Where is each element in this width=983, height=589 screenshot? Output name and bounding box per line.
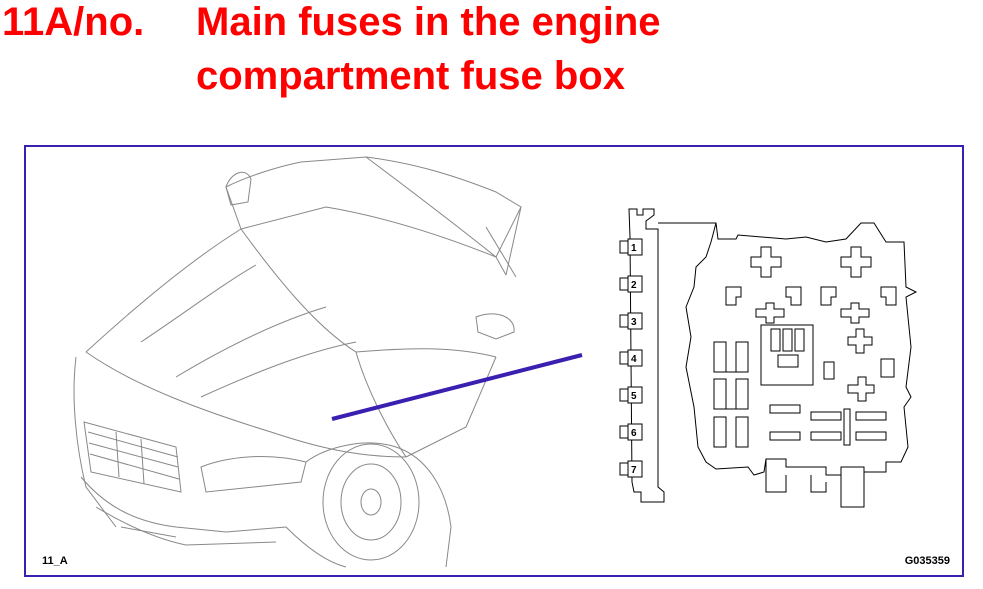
fuse-markers: 1 2 3 4 5: [619, 238, 643, 478]
fuse-marker-7: 7: [619, 460, 643, 478]
fuse-label-6: 6: [631, 428, 637, 439]
fuse-label-5: 5: [631, 391, 637, 402]
fuse-marker-2: 2: [619, 275, 643, 293]
fuse-label-1: 1: [631, 243, 637, 254]
fuse-label-2: 2: [631, 280, 637, 291]
diagram-frame: 1 2 3 4 5: [24, 145, 964, 577]
page-title-number: 11A/no.: [2, 0, 145, 44]
diagram-canvas: 1 2 3 4 5: [73, 156, 918, 568]
car-illustration: [73, 156, 522, 568]
fuse-marker-1: 1: [619, 238, 643, 256]
fuse-marker-4: 4: [619, 349, 643, 367]
page-title-line-2: compartment fuse box: [196, 54, 625, 98]
fuse-label-4: 4: [631, 354, 637, 365]
figure-code-right: G035359: [904, 555, 950, 567]
pointer-line: [331, 353, 583, 421]
fuse-marker-5: 5: [619, 386, 643, 404]
fuse-marker-3: 3: [619, 312, 643, 330]
fuse-marker-6: 6: [619, 423, 643, 441]
fuse-label-7: 7: [631, 465, 637, 476]
page-title-line-1: Main fuses in the engine: [196, 0, 661, 44]
figure-code-left: 11_A: [42, 555, 68, 567]
fuse-box-outline: [628, 208, 918, 508]
fuse-label-3: 3: [631, 317, 637, 328]
